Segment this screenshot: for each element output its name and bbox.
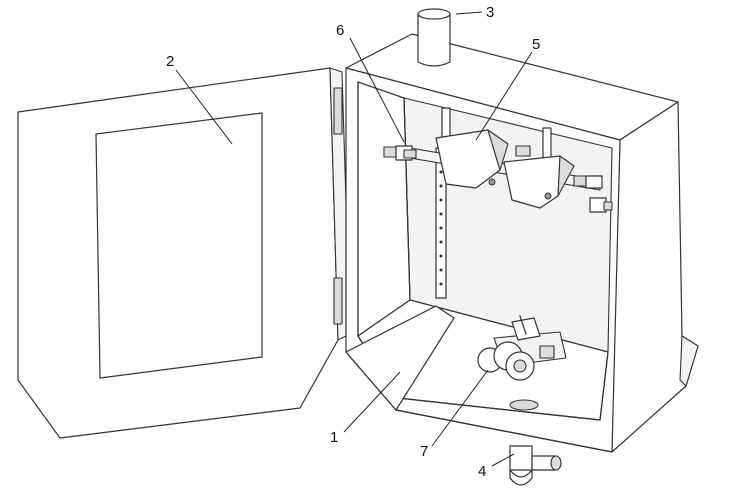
roller-assembly: [477, 315, 567, 381]
label-door: 2: [166, 53, 174, 70]
label-roller: 7: [420, 443, 428, 460]
label-bolt: 6: [336, 22, 344, 39]
clamp-assembly: [383, 107, 613, 213]
leader-lines: [175, 11, 533, 467]
cabinet-body: [345, 33, 699, 453]
label-drain: 4: [478, 463, 486, 480]
label-pipe-top: 3: [486, 4, 494, 21]
label-clamp: 5: [532, 36, 540, 53]
top-pipe: [417, 8, 451, 67]
door-hinges: [333, 87, 343, 325]
cabinet-door: [17, 67, 351, 439]
label-cabinet: 1: [330, 429, 338, 446]
drain-outlet: [509, 445, 562, 486]
